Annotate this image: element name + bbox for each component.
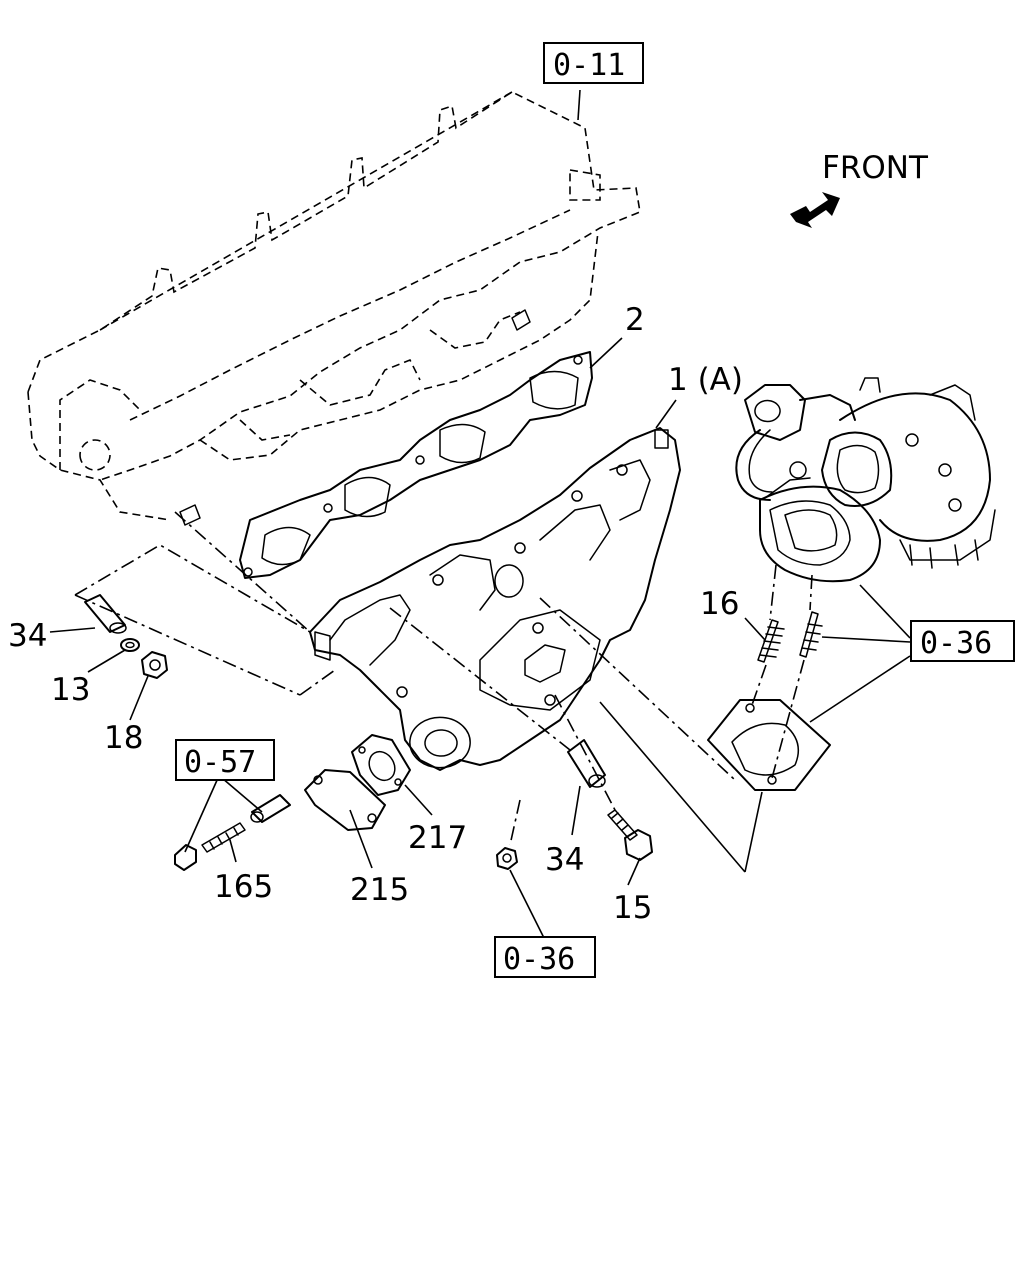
label-nut-left: 18 [104, 720, 143, 756]
label-stud-16: 16 [700, 586, 739, 622]
label-gasket-217: 217 [408, 820, 467, 856]
cover-plate-215 [304, 769, 386, 831]
svg-text:0-36: 0-36 [920, 626, 992, 661]
part-labels: 1 (A) 2 34 13 18 16 165 215 217 34 15 [8, 302, 743, 926]
arrow-icon [790, 192, 840, 228]
ref-box-cylinder-head[interactable]: 0-11 [543, 42, 644, 84]
cylinder-head-outline [27, 91, 641, 521]
gasket-217 [351, 734, 411, 796]
leader-lines [49, 89, 911, 941]
bracket-pipe-057 [250, 794, 291, 823]
ref-box-egr-bracket[interactable]: 0-57 [175, 739, 275, 781]
turbocharger [735, 377, 996, 583]
label-stud-165: 165 [214, 869, 273, 905]
label-cover-plate: 215 [350, 872, 409, 908]
label-exhaust-manifold: 1 (A) [668, 362, 743, 398]
front-label: FRONT [822, 150, 929, 186]
label-manifold-gasket: 2 [625, 302, 645, 338]
ref-box-turbo-studs[interactable]: 0-36 [910, 620, 1015, 662]
label-bolt-15: 15 [613, 890, 652, 926]
label-washer: 13 [51, 672, 90, 708]
label-pipe-34: 34 [545, 842, 584, 878]
label-pipe-left: 34 [8, 618, 47, 654]
turbo-gasket [707, 699, 831, 791]
washer-13 [120, 638, 140, 652]
bolt-15 [607, 809, 653, 861]
pipe-34-center [567, 739, 606, 788]
manifold-gasket [179, 309, 593, 579]
front-indicator: FRONT [790, 150, 929, 228]
svg-text:0-57: 0-57 [184, 745, 256, 780]
svg-text:0-36: 0-36 [503, 942, 575, 977]
svg-text:0-11: 0-11 [553, 48, 625, 83]
stud-165 [174, 822, 246, 871]
nut-bottom [496, 847, 518, 870]
stud-16-b [799, 611, 823, 658]
assembly-lines [74, 511, 813, 846]
exhaust-manifold [309, 427, 681, 771]
stud-16-a [757, 619, 785, 663]
pipe-34-left [84, 594, 127, 634]
ref-box-bottom-nut[interactable]: 0-36 [494, 936, 596, 978]
nut-18 [141, 651, 168, 679]
